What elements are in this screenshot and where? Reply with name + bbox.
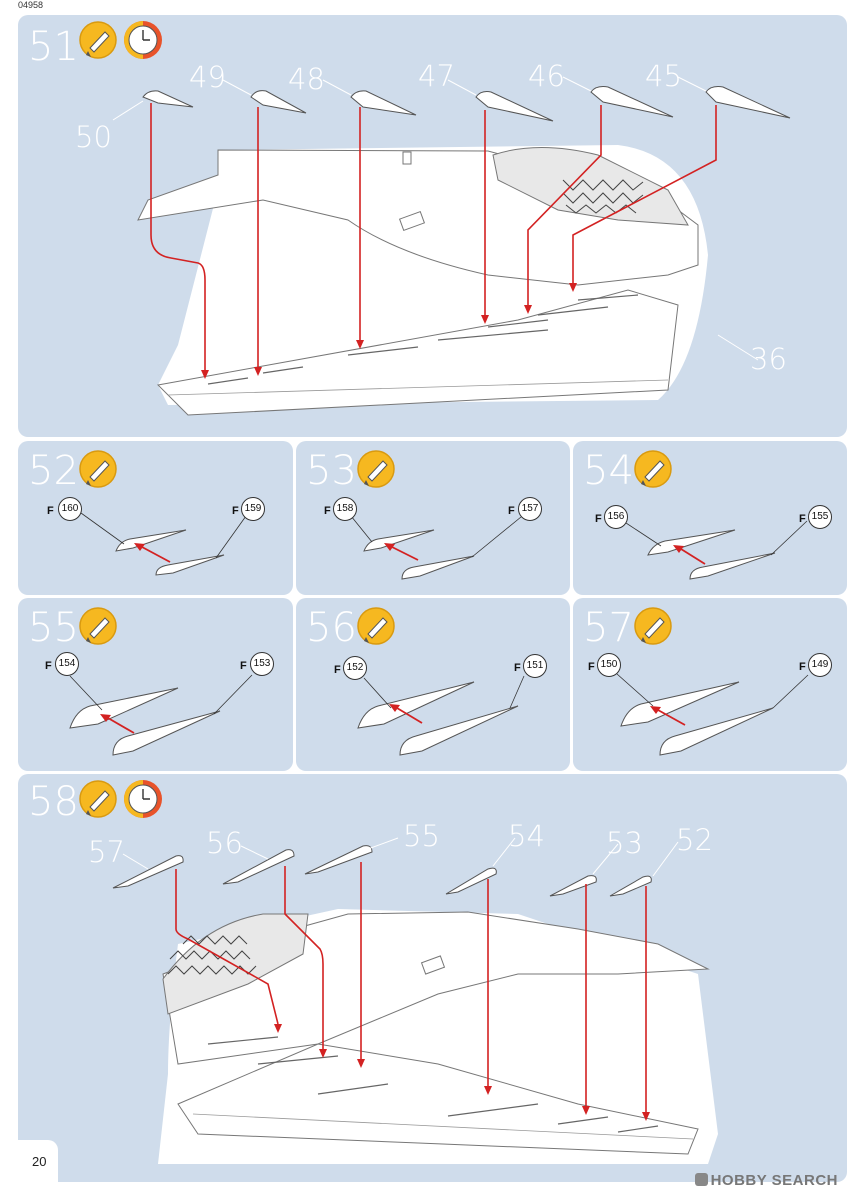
step-53-drawing	[350, 450, 522, 580]
step-51-panel: 51	[18, 15, 847, 437]
part-label: 49	[189, 60, 226, 94]
part-number-circle: 159	[241, 497, 265, 521]
sprue-letter: F	[588, 661, 595, 673]
sprue-letter: F	[47, 505, 54, 517]
wing-slat-slots	[207, 294, 639, 385]
glue-tube-icon	[634, 607, 672, 645]
part-label: 53	[606, 826, 643, 860]
watermark-text: HOBBY SEARCH	[710, 1172, 838, 1189]
cockpit	[162, 913, 309, 1015]
step-56-panel: 56 F 152 F 151	[296, 598, 570, 771]
slat-parts	[142, 86, 791, 122]
leader-lines	[112, 76, 707, 121]
part-label: 48	[288, 62, 325, 96]
part-label: 54	[508, 819, 545, 853]
wing-slat-slots	[207, 1036, 659, 1133]
part-label: 46	[528, 59, 565, 93]
page-number-tab: 20	[0, 1140, 58, 1182]
part-label: 52	[676, 823, 713, 857]
part-number-circle: 160	[58, 497, 82, 521]
step-number: 56	[306, 605, 357, 651]
step-57-panel: 57 F 150 F 149	[573, 598, 847, 771]
step-number: 53	[306, 448, 357, 494]
part-label: 57	[88, 835, 125, 869]
step-55-drawing	[69, 607, 253, 756]
wing	[177, 1043, 699, 1155]
step-52-panel: 52 F 160 F 159	[18, 441, 293, 595]
part-label: 55	[403, 819, 440, 853]
step-53-panel: 53 F 158 F 157	[296, 441, 570, 595]
part-number-circle: 149	[808, 653, 832, 677]
part-number-circle: 158	[333, 497, 357, 521]
glue-tube-icon	[79, 450, 117, 488]
drying-time-clock-icon	[124, 780, 162, 818]
page-number: 20	[32, 1154, 47, 1169]
part-number-circle: 152	[343, 656, 367, 680]
part-label: 36	[750, 342, 787, 376]
step-number: 54	[583, 448, 634, 494]
part-label: 56	[206, 826, 243, 860]
glue-tube-icon	[357, 450, 395, 488]
cockpit	[492, 147, 689, 226]
part-number-circle: 156	[604, 505, 628, 529]
step-number: 52	[28, 448, 79, 494]
part-label: 50	[75, 120, 112, 154]
sprue-letter: F	[45, 660, 52, 672]
step-number: 55	[28, 605, 79, 651]
sprue-letter: F	[232, 505, 239, 517]
part-number-circle: 157	[518, 497, 542, 521]
drying-time-clock-icon	[124, 21, 162, 59]
sprue-letter: F	[334, 664, 341, 676]
step-number: 58	[28, 779, 79, 825]
step-57-drawing	[616, 607, 809, 756]
glue-tube-icon	[357, 607, 395, 645]
step-58-drawing	[79, 780, 718, 1164]
step-54-panel: 54 F 156 F 155	[573, 441, 847, 595]
step-56-drawing	[357, 607, 525, 756]
step-52-drawing	[79, 450, 247, 576]
arrow-heads	[274, 1024, 650, 1121]
part-number-circle: 153	[250, 652, 274, 676]
step-51-drawing	[112, 76, 791, 416]
document-code: 04958	[18, 0, 44, 10]
assembly-arrows	[175, 862, 647, 1112]
leader-lines	[122, 837, 679, 877]
sprue-letter: F	[799, 513, 806, 525]
part-label: 45	[645, 59, 682, 93]
part-number-circle: 150	[597, 653, 621, 677]
step-58-panel: 58	[18, 774, 847, 1182]
sprue-letter: F	[514, 662, 521, 674]
step-number: 51	[28, 24, 79, 70]
part-label: 47	[418, 59, 455, 93]
step-number: 57	[583, 605, 634, 651]
glue-tube-icon	[79, 21, 117, 59]
glue-tube-icon	[79, 780, 117, 818]
cockpit-detail	[562, 179, 644, 214]
slat-parts	[112, 845, 652, 897]
part-number-circle: 155	[808, 505, 832, 529]
glue-tube-icon	[79, 607, 117, 645]
step-54-drawing	[622, 450, 808, 580]
arrow-heads	[201, 283, 577, 379]
sprue-letter: F	[324, 505, 331, 517]
sprue-letter: F	[240, 660, 247, 672]
sprue-letter: F	[595, 513, 602, 525]
part-number-circle: 154	[55, 652, 79, 676]
assembly-arrows	[150, 103, 717, 370]
sprue-letter: F	[508, 505, 515, 517]
step-55-panel: 55 F 154 F 153	[18, 598, 293, 771]
sprue-letter: F	[799, 661, 806, 673]
part-number-circle: 151	[523, 654, 547, 678]
step-51-icons	[79, 21, 162, 59]
watermark: HOBBY SEARCH	[694, 1172, 838, 1189]
hobby-search-logo-icon	[694, 1173, 708, 1186]
glue-tube-icon	[634, 450, 672, 488]
